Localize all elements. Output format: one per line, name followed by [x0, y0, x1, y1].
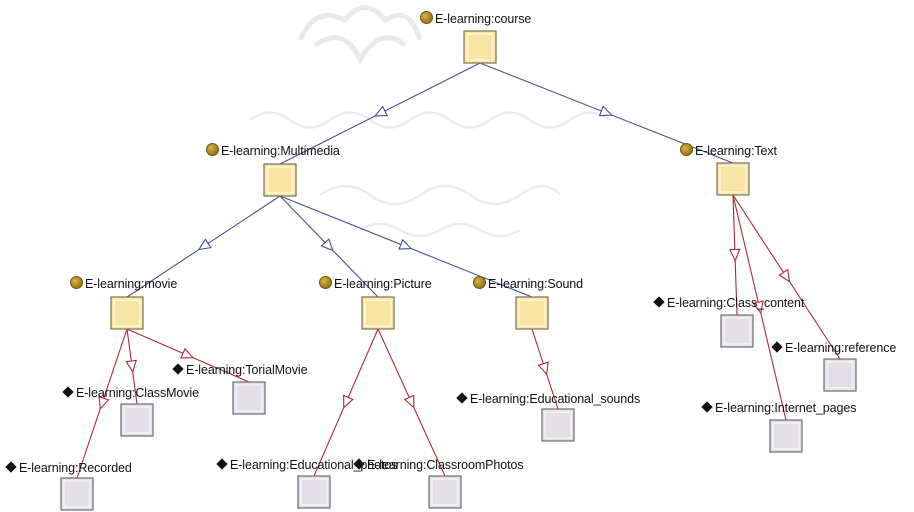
individual-node-educational_photos[interactable] [297, 475, 331, 509]
individual-label-class_movie[interactable]: E-learning:ClassMovie [62, 386, 199, 400]
instance-edge-picture-classroom_photos [377, 328, 446, 477]
node-label-text: E-learning:Recorded [19, 461, 132, 475]
instance-edge-text-class_content [728, 194, 741, 316]
individual-diamond-icon [216, 458, 228, 470]
class-node-text[interactable] [716, 162, 750, 196]
edges-layer [76, 62, 841, 479]
node-label-text: E-learning:ClassMovie [76, 386, 199, 400]
instance-edge-movie-recorded [76, 328, 128, 479]
individual-node-classroom_photos[interactable] [428, 475, 462, 509]
instance-edge-picture-educational_photos [313, 328, 379, 477]
class-label-text[interactable]: E-learning:Text [680, 143, 777, 158]
node-label-text: E-learning:movie [85, 277, 178, 291]
instance-edge-movie-class_movie [125, 328, 138, 405]
individual-diamond-icon [771, 341, 783, 353]
individual-diamond-icon [701, 401, 713, 413]
nodes-layer [60, 30, 857, 511]
individual-node-class_movie[interactable] [120, 403, 154, 437]
individual-diamond-icon [653, 296, 665, 308]
class-icon [70, 276, 83, 289]
class-label-picture[interactable]: E-learning:Picture [319, 276, 432, 291]
subclass-edge-multimedia-movie [126, 195, 281, 298]
node-label-text: E-learning:Sound [488, 277, 583, 291]
individual-node-class_content[interactable] [720, 314, 754, 348]
individual-diamond-icon [62, 386, 74, 398]
class-node-movie[interactable] [110, 296, 144, 330]
class-node-multimedia[interactable] [263, 163, 297, 197]
node-label-text: E-learning:reference [785, 341, 897, 355]
class-icon [680, 143, 693, 156]
node-label-text: E-learning:Picture [334, 277, 432, 291]
individual-diamond-icon [172, 363, 184, 375]
individual-node-internet_pages[interactable] [769, 419, 803, 453]
node-label-text: E-learning:course [435, 12, 532, 26]
class-node-picture[interactable] [361, 296, 395, 330]
class-label-course[interactable]: E-learning:course [420, 11, 531, 26]
individual-node-reference[interactable] [823, 358, 857, 392]
individual-label-educational_sounds[interactable]: E-learning:Educational_sounds [456, 392, 640, 406]
individual-diamond-icon [5, 461, 17, 473]
individual-diamond-icon [353, 458, 365, 470]
class-node-sound[interactable] [515, 296, 549, 330]
class-icon [473, 276, 486, 289]
class-label-sound[interactable]: E-learning:Sound [473, 276, 583, 291]
class-icon [420, 11, 433, 24]
class-label-movie[interactable]: E-learning:movie [70, 276, 177, 291]
class-node-course[interactable] [463, 30, 497, 64]
individual-node-educational_sounds[interactable] [541, 408, 575, 442]
node-label-text: E-learning:Internet_pages [715, 401, 857, 415]
node-label-text: E-learning:Class_content [667, 296, 805, 310]
class-icon [206, 143, 219, 156]
subclass-edge-course-multimedia [279, 62, 481, 165]
subclass-edge-multimedia-picture [279, 195, 379, 298]
instance-edge-text-internet_pages [732, 194, 787, 421]
individual-node-recorded[interactable] [60, 477, 94, 511]
individual-diamond-icon [456, 392, 468, 404]
subclass-edge-multimedia-sound [279, 195, 533, 298]
node-label-text: E-learning:Educational_sounds [470, 392, 641, 406]
class-icon [319, 276, 332, 289]
instance-edge-sound-educational_sounds [531, 328, 559, 410]
instance-edge-movie-tutorial_movie [126, 328, 250, 383]
node-label-text: E-learning:ClassroomPhotos [367, 458, 524, 472]
individual-node-tutorial_movie[interactable] [232, 381, 266, 415]
individual-label-internet_pages[interactable]: E-learning:Internet_pages [701, 401, 856, 415]
individual-label-tutorial_movie[interactable]: E-learning:TorialMovie [172, 363, 308, 377]
node-label-text: E-learning:Multimedia [221, 144, 340, 158]
node-label-text: E-learning:TorialMovie [186, 363, 308, 377]
individual-label-class_content[interactable]: E-learning:Class_content [653, 296, 804, 310]
node-label-text: E-learning:Text [695, 144, 777, 158]
individual-label-reference[interactable]: E-learning:reference [771, 341, 896, 355]
individual-label-recorded[interactable]: E-learning:Recorded [5, 461, 132, 475]
instance-edge-text-reference [732, 194, 841, 360]
individual-label-classroom_photos[interactable]: E-learning:ClassroomPhotos [353, 458, 524, 472]
class-label-multimedia[interactable]: E-learning:Multimedia [206, 143, 340, 158]
